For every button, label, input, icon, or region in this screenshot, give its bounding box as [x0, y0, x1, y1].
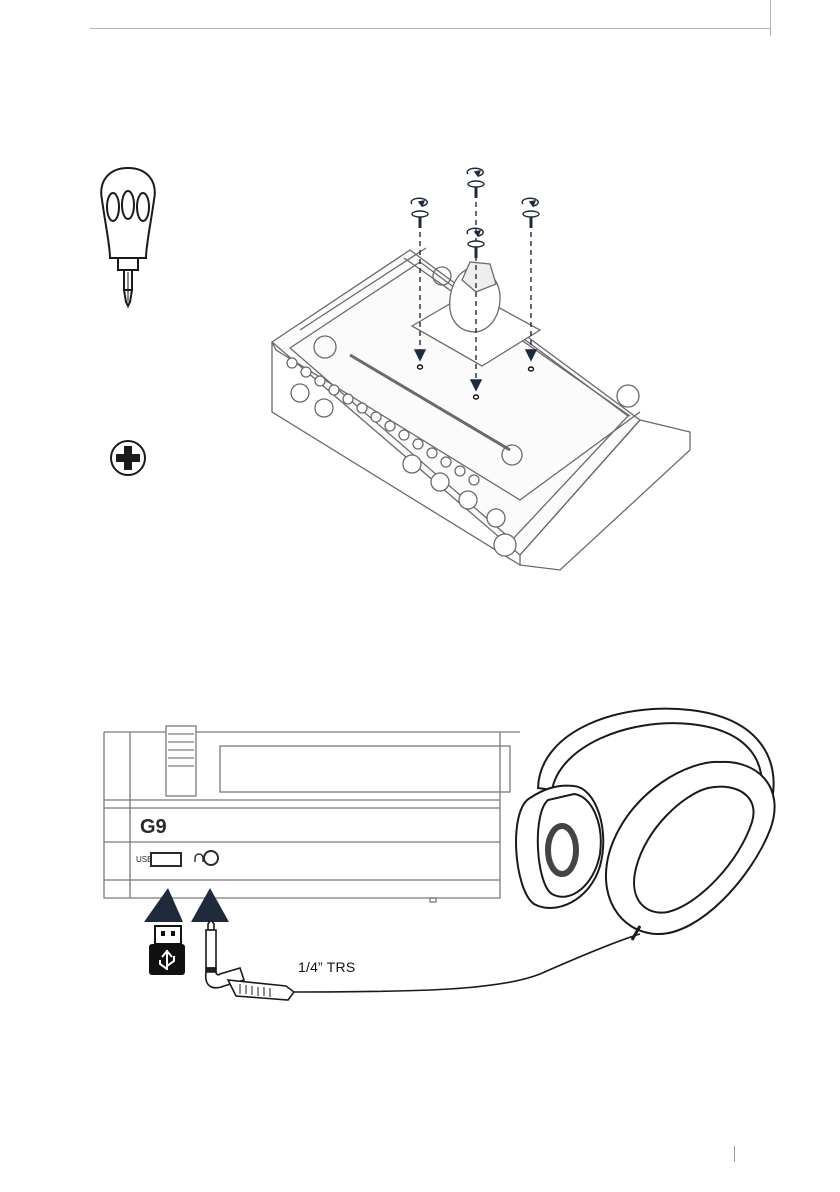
usb-arrow [144, 888, 183, 922]
headphones-icon [516, 709, 775, 940]
headphones-figure: G9 USB [0, 690, 840, 1020]
screw-icon [467, 228, 484, 258]
trs-plug-icon [206, 920, 294, 1000]
mounting-figure [0, 150, 840, 580]
headphone-jack [195, 851, 218, 865]
phillips-screwdriver-icon [101, 168, 155, 306]
header-rule [90, 28, 770, 29]
usb-port [151, 853, 181, 866]
console-front-panel [104, 726, 520, 902]
jack-arrow [191, 888, 229, 922]
usb-port-label: USB [136, 855, 152, 864]
page-number-divider [734, 1146, 735, 1162]
header-rule-edge [770, 0, 771, 36]
console-bottom-view [272, 248, 690, 570]
cable-label: 1/4” TRS [298, 959, 355, 975]
usb-icon [149, 926, 185, 975]
brand-logo: G9 [140, 816, 167, 838]
phillips-head-icon [111, 441, 145, 475]
